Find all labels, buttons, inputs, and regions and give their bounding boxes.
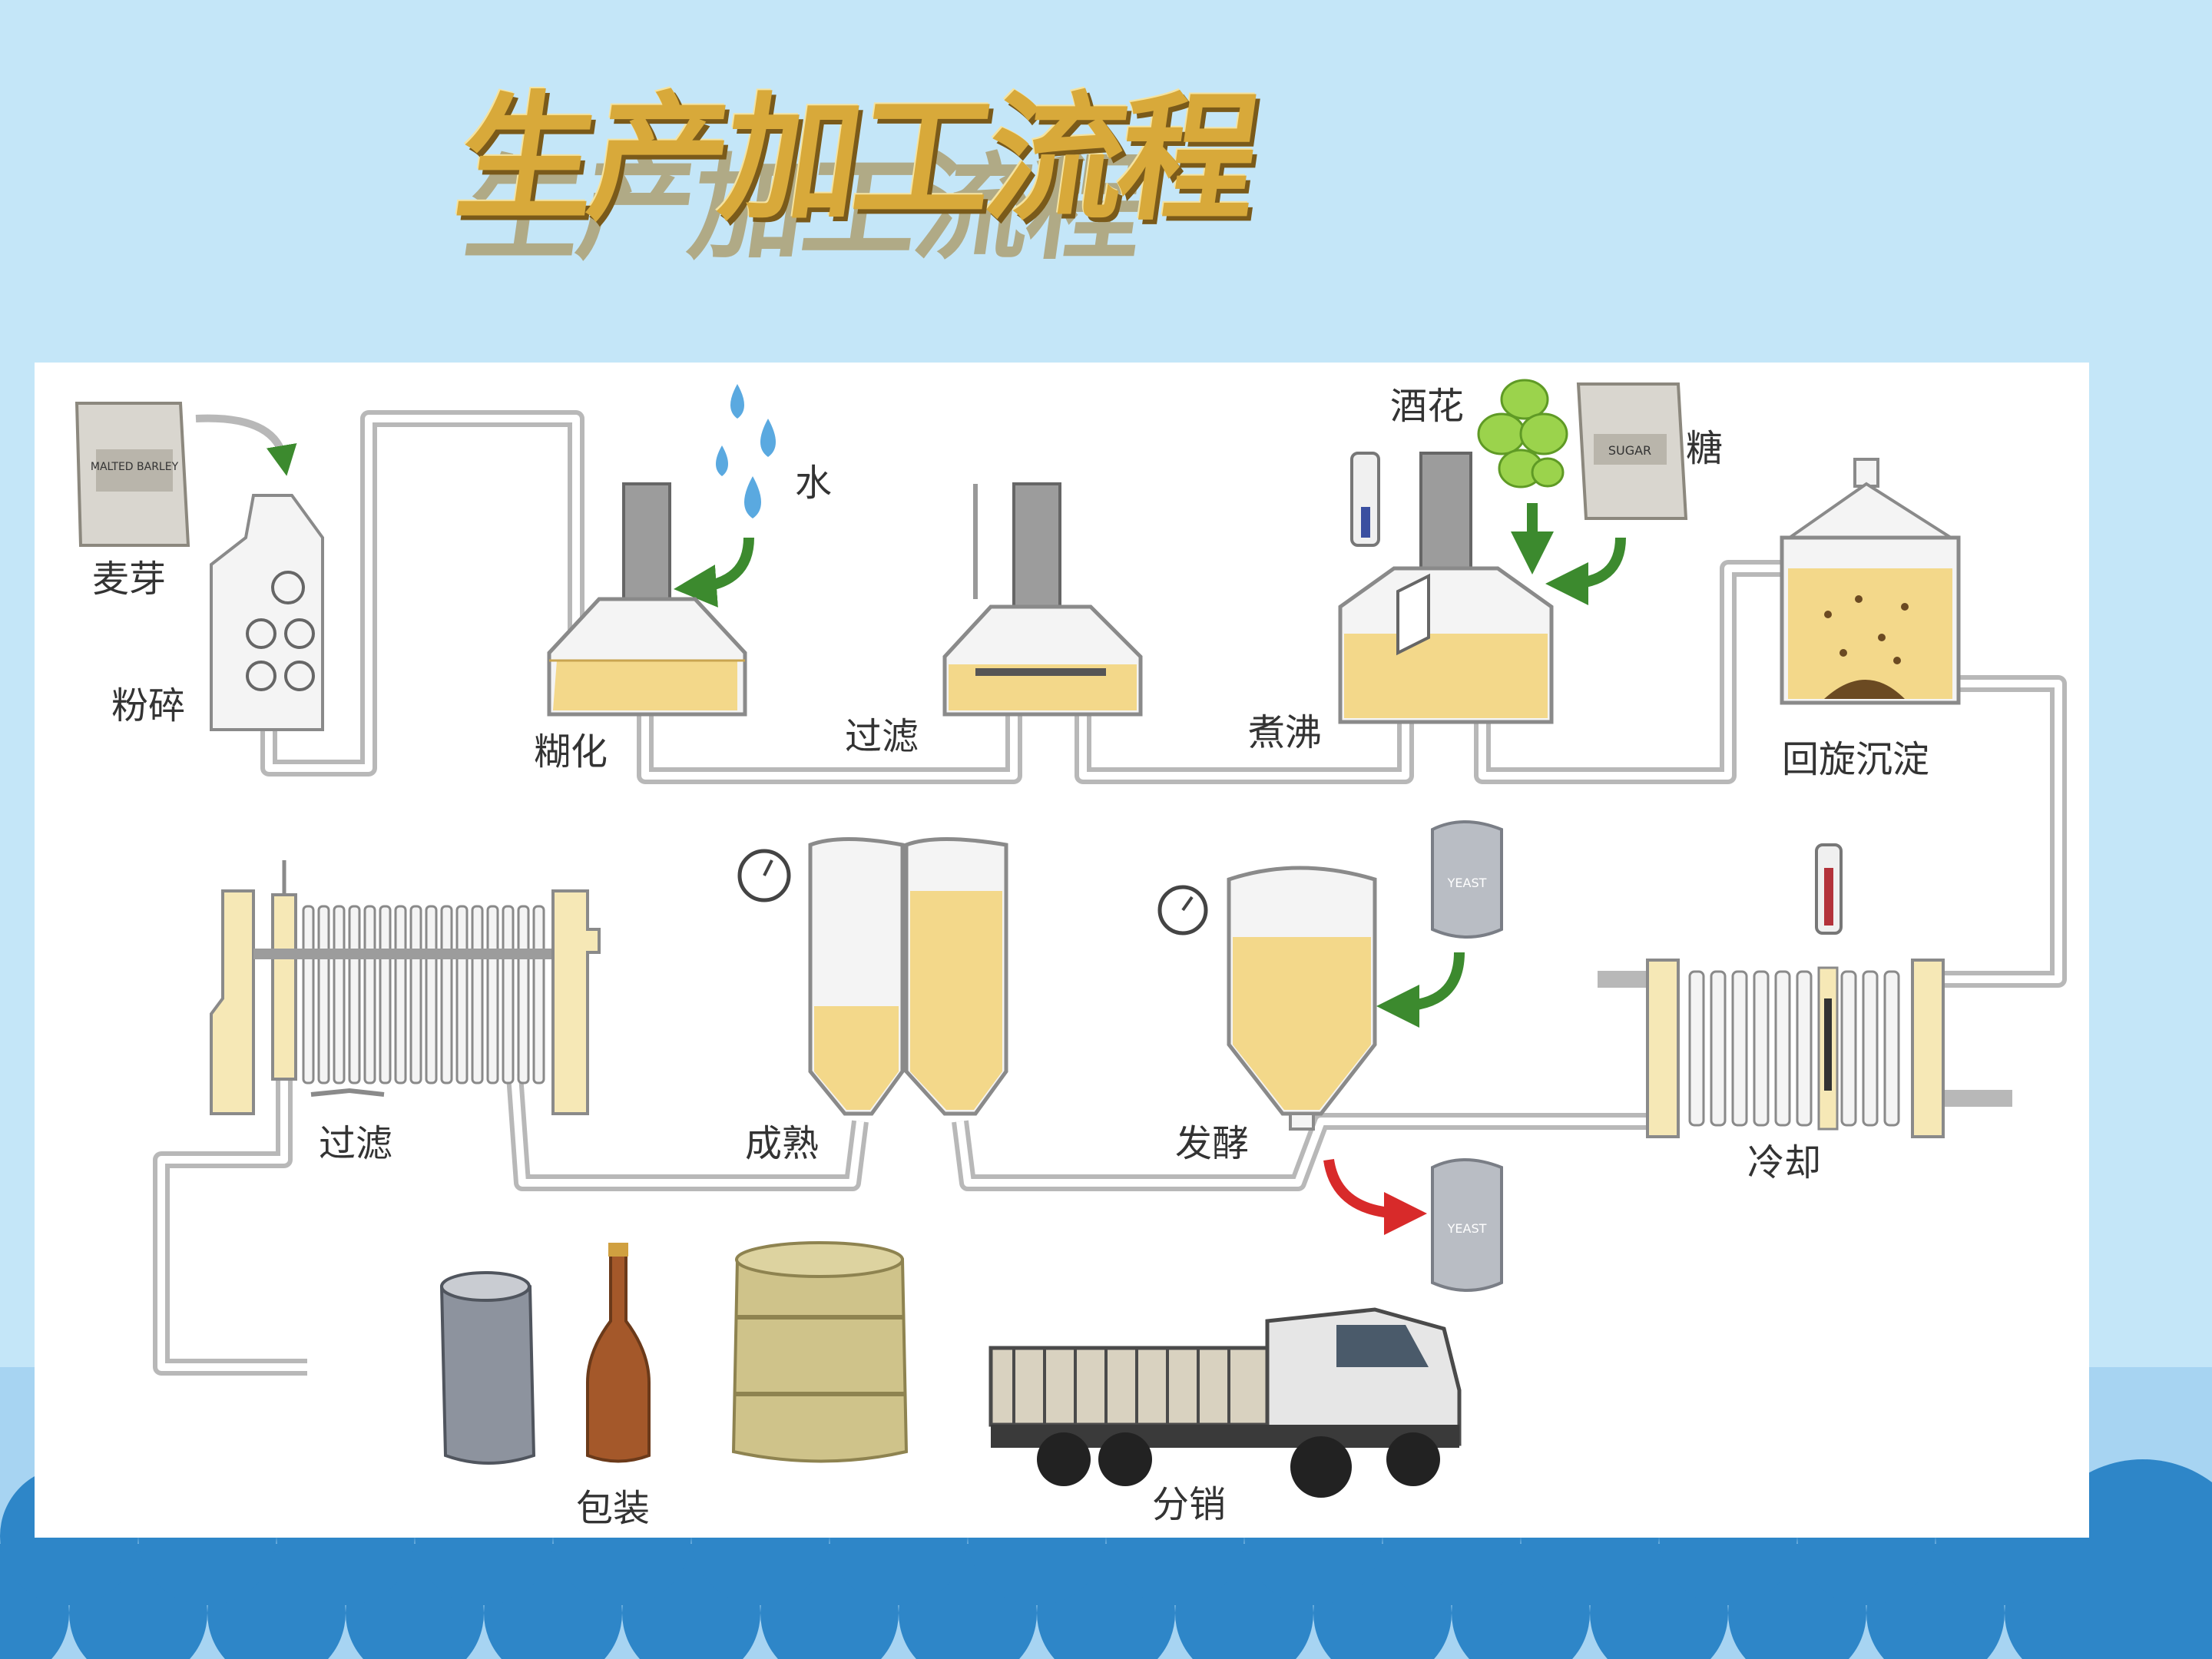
yeast-out-arrow (1323, 1158, 1427, 1235)
can-icon (439, 1271, 536, 1465)
label-water: 水 (795, 462, 832, 505)
bottle-icon (586, 1243, 651, 1463)
label-hops: 酒花 (1390, 385, 1464, 428)
label-whirlpool: 回旋沉淀 (1782, 738, 1929, 781)
maturation-tanks-icon (737, 837, 1008, 1116)
label-milling: 粉碎 (111, 684, 185, 727)
fermenter-icon (1157, 866, 1377, 1131)
yeast-bottom-text: YEAST (1447, 1221, 1487, 1236)
boil-kettle-icon (1338, 452, 1554, 724)
label-sugar: 糖 (1686, 427, 1723, 470)
yeast-in-arrow (1376, 952, 1465, 1028)
hops-icon (1477, 379, 1568, 488)
yeast-can-top-icon: YEAST (1431, 820, 1503, 939)
label-boiling: 煮沸 (1248, 711, 1322, 754)
mash-tun-icon (547, 482, 747, 717)
label-cooling: 冷却 (1747, 1141, 1821, 1184)
water-arrow (674, 537, 754, 608)
mill-icon (210, 494, 324, 731)
truck-icon (988, 1307, 1462, 1498)
label-fermentation: 发酵 (1175, 1122, 1249, 1165)
label-packaging: 包装 (576, 1487, 650, 1530)
water-drops-icon (716, 384, 776, 518)
label-malt: 麦芽 (92, 558, 166, 601)
sugar-arrow (1545, 537, 1626, 605)
label-distribution: 分销 (1152, 1483, 1226, 1526)
label-lautering: 过滤 (845, 715, 919, 758)
malt-sack-icon: MALTED BARLEY (75, 402, 190, 547)
malt-arrow (195, 414, 297, 476)
cooler-icon (1646, 843, 1945, 1138)
whirlpool-tank-icon (1780, 458, 1961, 705)
lauter-tun-icon (942, 482, 1143, 717)
sugar-bag-text: SUGAR (1608, 443, 1651, 458)
label-maturation: 成熟 (745, 1122, 819, 1165)
label-mashing: 糊化 (534, 730, 608, 773)
yeast-can-bottom-icon: YEAST (1431, 1158, 1503, 1292)
yeast-top-text: YEAST (1447, 876, 1487, 890)
filter-press-icon (210, 860, 601, 1115)
keg-icon (731, 1241, 909, 1463)
sugar-sack-icon: SUGAR (1576, 382, 1688, 520)
label-filtration: 过滤 (319, 1122, 392, 1165)
malt-bag-text: MALTED BARLEY (91, 461, 179, 473)
